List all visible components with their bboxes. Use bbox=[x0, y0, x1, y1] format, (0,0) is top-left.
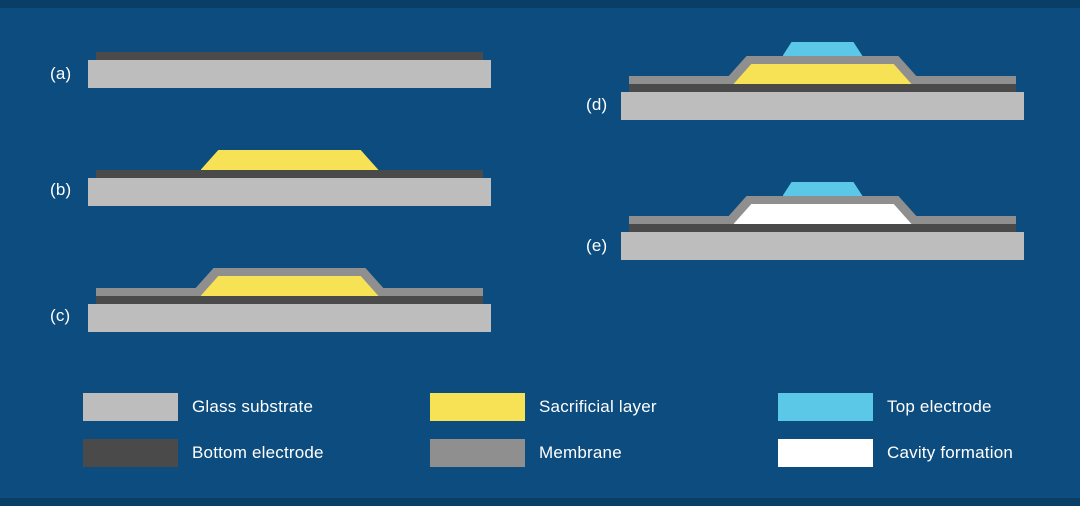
legend-item-bottom-electrode: Bottom electrode bbox=[83, 439, 324, 467]
top-electrode-layer bbox=[782, 42, 863, 56]
panel-label-e: (e) bbox=[586, 236, 608, 255]
legend-label-membrane: Membrane bbox=[539, 443, 622, 462]
sacrificial-layer bbox=[733, 64, 912, 84]
glass-substrate-layer bbox=[88, 60, 491, 88]
legend-swatch-cavity-formation bbox=[778, 439, 873, 467]
legend-item-top-electrode: Top electrode bbox=[778, 393, 992, 421]
glass-substrate-layer bbox=[621, 92, 1024, 120]
panel-label-c: (c) bbox=[50, 306, 71, 325]
legend-swatch-sacrificial-layer bbox=[430, 393, 525, 421]
panel-e-structure bbox=[621, 182, 1024, 260]
legend-swatch-top-electrode bbox=[778, 393, 873, 421]
bottom-electrode-layer bbox=[629, 224, 1016, 232]
panel-label-a: (a) bbox=[50, 64, 72, 83]
bottom-border-stripe bbox=[0, 498, 1080, 506]
panel-a-structure bbox=[88, 52, 491, 88]
legend-swatch-bottom-electrode bbox=[83, 439, 178, 467]
panel-c-structure bbox=[88, 268, 491, 332]
sacrificial-layer bbox=[200, 150, 379, 170]
legend-swatch-glass-substrate bbox=[83, 393, 178, 421]
panel-b-structure bbox=[88, 150, 491, 206]
legend-item-sacrificial-layer: Sacrificial layer bbox=[430, 393, 657, 421]
legend-item-cavity-formation: Cavity formation bbox=[778, 439, 1013, 467]
glass-substrate-layer bbox=[621, 232, 1024, 260]
legend-label-bottom-electrode: Bottom electrode bbox=[192, 443, 324, 462]
sacrificial-layer bbox=[200, 276, 379, 296]
glass-substrate-layer bbox=[88, 304, 491, 332]
legend-label-sacrificial-layer: Sacrificial layer bbox=[539, 397, 657, 416]
bottom-electrode-layer bbox=[96, 170, 483, 178]
top-border-stripe bbox=[0, 0, 1080, 8]
glass-substrate-layer bbox=[88, 178, 491, 206]
bottom-electrode-layer bbox=[629, 84, 1016, 92]
legend-label-cavity-formation: Cavity formation bbox=[887, 443, 1014, 462]
panel-d-structure bbox=[621, 42, 1024, 120]
panel-label-d: (d) bbox=[586, 95, 608, 114]
panel-label-b: (b) bbox=[50, 180, 72, 199]
legend-label-glass-substrate: Glass substrate bbox=[192, 397, 314, 416]
bottom-electrode-layer bbox=[96, 296, 483, 304]
legend-item-membrane: Membrane bbox=[430, 439, 622, 467]
top-electrode-layer bbox=[782, 182, 863, 196]
legend-label-top-electrode: Top electrode bbox=[887, 397, 992, 416]
legend-item-glass-substrate: Glass substrate bbox=[83, 393, 313, 421]
bottom-electrode-layer bbox=[96, 52, 483, 60]
legend-swatch-membrane bbox=[430, 439, 525, 467]
cavity-layer bbox=[733, 204, 912, 224]
